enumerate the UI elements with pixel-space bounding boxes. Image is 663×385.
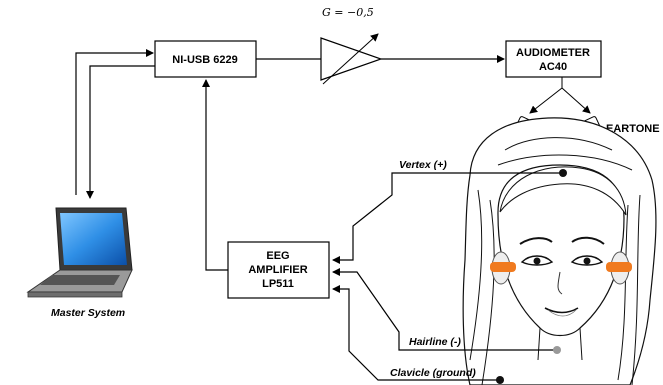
audiometer-to-earphones <box>529 77 591 114</box>
gain-label: G = −0,5 <box>322 6 374 19</box>
hairline-lead: Hairline (-) <box>332 268 561 354</box>
gain-amplifier: G = −0,5 <box>256 6 505 85</box>
daq-block: NI-USB 6229 <box>154 40 257 78</box>
laptop-icon <box>26 207 133 298</box>
master-system-label: Master System <box>51 307 125 319</box>
face-illustration <box>462 117 657 385</box>
vertex-lead: Vertex (+) <box>332 159 567 264</box>
eeg-label-line3: LP511 <box>262 278 294 290</box>
audiometer-label-line1: AUDIOMETER <box>516 47 590 59</box>
ear-insert-right <box>490 262 516 272</box>
hairline-label: Hairline (-) <box>409 336 461 348</box>
eeg-label-line2: AMPLIFIER <box>248 264 307 276</box>
clavicle-label: Clavicle (ground) <box>390 367 476 379</box>
daq-label: NI-USB 6229 <box>172 54 237 66</box>
clavicle-lead: Clavicle (ground) <box>332 285 504 384</box>
audiometer-block: AUDIOMETER AC40 <box>505 40 602 78</box>
eeg-to-daq-link <box>202 79 228 271</box>
audiometer-label-line2: AC40 <box>539 61 567 73</box>
eartone-label: EARTONE <box>606 123 660 135</box>
computer-daq-links <box>75 49 155 199</box>
eeg-label-line1: EEG <box>266 250 289 262</box>
vertex-label: Vertex (+) <box>399 159 447 171</box>
eeg-amplifier-block: EEG AMPLIFIER LP511 <box>227 241 330 299</box>
ear-insert-left <box>606 262 632 272</box>
